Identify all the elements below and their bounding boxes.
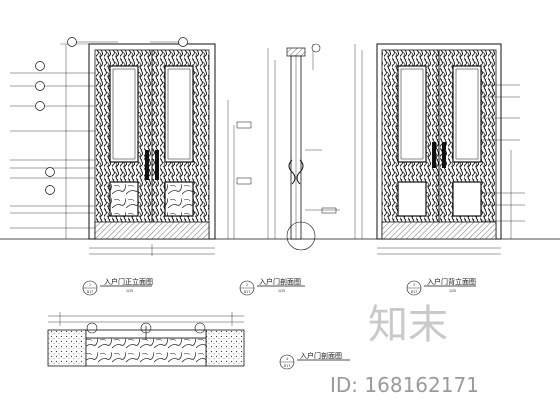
back-right-glass-panel (452, 65, 482, 163)
front-left-glass-panel (109, 65, 139, 163)
watermark-logo: 知末 (368, 302, 448, 348)
svg-text:D17: D17 (284, 364, 291, 368)
front-elevation-view (10, 37, 252, 256)
plan-threshold-marble (85, 337, 207, 367)
front-right-lower-panel (164, 181, 194, 217)
back-left-handle (432, 142, 436, 168)
plan-section-view (47, 312, 245, 367)
back-elevation-title: 入户门背立面图 (427, 277, 476, 286)
back-door-kickplate (381, 221, 497, 240)
title-side-section: 2 D17 入户门剖面图 1/25 (239, 277, 305, 296)
svg-text:1/25: 1/25 (126, 289, 133, 293)
side-section-view (267, 44, 340, 251)
title-plan-section: 4 D17 入户门剖面图 (279, 351, 350, 370)
svg-text:1: 1 (89, 283, 91, 287)
watermark-id: ID: 168162171 (330, 373, 479, 397)
title-front-elevation: 1 D17 入户门正立面图 1/25 (82, 277, 153, 296)
front-left-lower-panel (109, 181, 139, 217)
section-wall-top (286, 47, 306, 57)
svg-text:D17: D17 (411, 290, 418, 294)
front-right-handle (155, 150, 159, 180)
svg-text:2: 2 (246, 283, 248, 287)
side-section-title: 入户门剖面图 (259, 277, 301, 286)
svg-text:4: 4 (286, 357, 288, 361)
svg-text:D17: D17 (244, 290, 251, 294)
front-left-callouts (10, 72, 95, 229)
front-left-handle (145, 150, 149, 180)
svg-text:D17: D17 (87, 290, 94, 294)
plan-wall-right (205, 329, 245, 367)
section-handle-profile (288, 159, 304, 185)
front-right-glass-panel (164, 65, 194, 163)
back-elevation-view (311, 43, 525, 255)
back-right-lower-panel (452, 181, 482, 217)
svg-text:1/25: 1/25 (449, 289, 456, 293)
plan-wall-left (47, 329, 87, 367)
front-elevation-title: 入户门正立面图 (104, 277, 153, 286)
front-door-kickplate (94, 221, 210, 240)
plan-section-title: 入户门剖面图 (300, 351, 342, 360)
front-left-tag-circles (35, 61, 55, 195)
title-back-elevation: 3 D17 入户门背立面图 1/25 (406, 277, 476, 296)
back-right-handle (442, 142, 446, 168)
back-left-lower-panel (397, 181, 427, 217)
section-detail-circle (286, 221, 316, 251)
back-left-glass-panel (397, 65, 427, 163)
svg-text:1/25: 1/25 (278, 289, 285, 293)
svg-text:3: 3 (413, 283, 415, 287)
